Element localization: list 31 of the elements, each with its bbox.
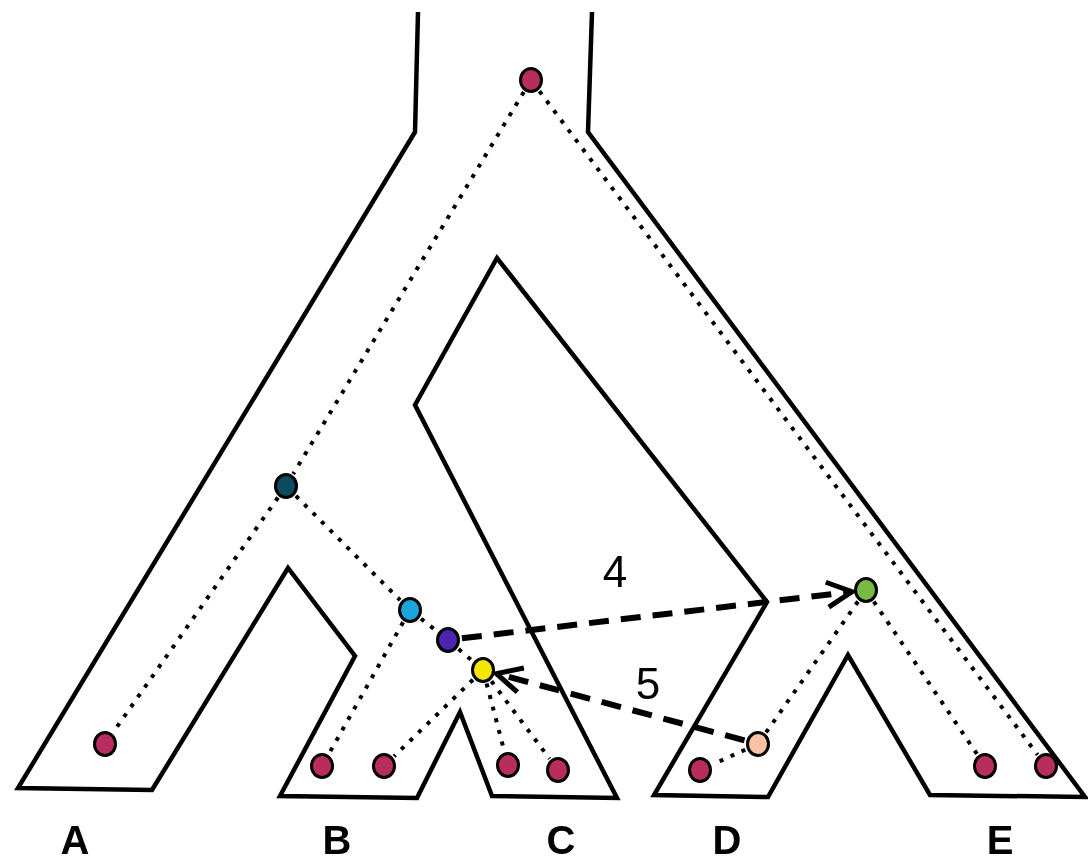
species-label: B bbox=[322, 820, 352, 858]
dotted-line bbox=[327, 621, 405, 755]
dotted-line bbox=[489, 680, 552, 760]
gene-node-circle bbox=[973, 753, 997, 779]
dotted-line bbox=[764, 600, 860, 734]
dotted-line bbox=[537, 90, 1040, 756]
species-label: D bbox=[712, 820, 742, 858]
gene-node-circle bbox=[274, 473, 298, 499]
gene-node-circle bbox=[372, 753, 396, 779]
gene-node-circle bbox=[398, 597, 422, 623]
gene-node-circle bbox=[519, 67, 543, 93]
dotted-line bbox=[294, 494, 402, 602]
dotted-line bbox=[392, 678, 475, 758]
species-label: E bbox=[986, 820, 1014, 858]
dotted-line bbox=[872, 600, 979, 756]
gene-node-circle bbox=[688, 757, 712, 783]
gene-node-circle bbox=[436, 627, 460, 653]
species-label: C bbox=[546, 820, 576, 858]
gene-node-circle bbox=[496, 752, 520, 778]
dotted-line bbox=[291, 90, 526, 476]
gene-node-circle bbox=[746, 731, 770, 757]
gene-node-circle bbox=[546, 757, 570, 783]
dashed-arrow bbox=[494, 665, 746, 744]
dotted-line bbox=[457, 647, 474, 663]
species-label: A bbox=[60, 820, 90, 858]
gene-node-circle bbox=[854, 577, 878, 603]
gene-node-circle bbox=[93, 731, 117, 757]
dashed-arrow bbox=[461, 579, 855, 642]
gene-node-circle bbox=[310, 753, 334, 779]
gene-node-circle bbox=[471, 657, 495, 683]
gene-node-circle bbox=[1034, 753, 1058, 779]
